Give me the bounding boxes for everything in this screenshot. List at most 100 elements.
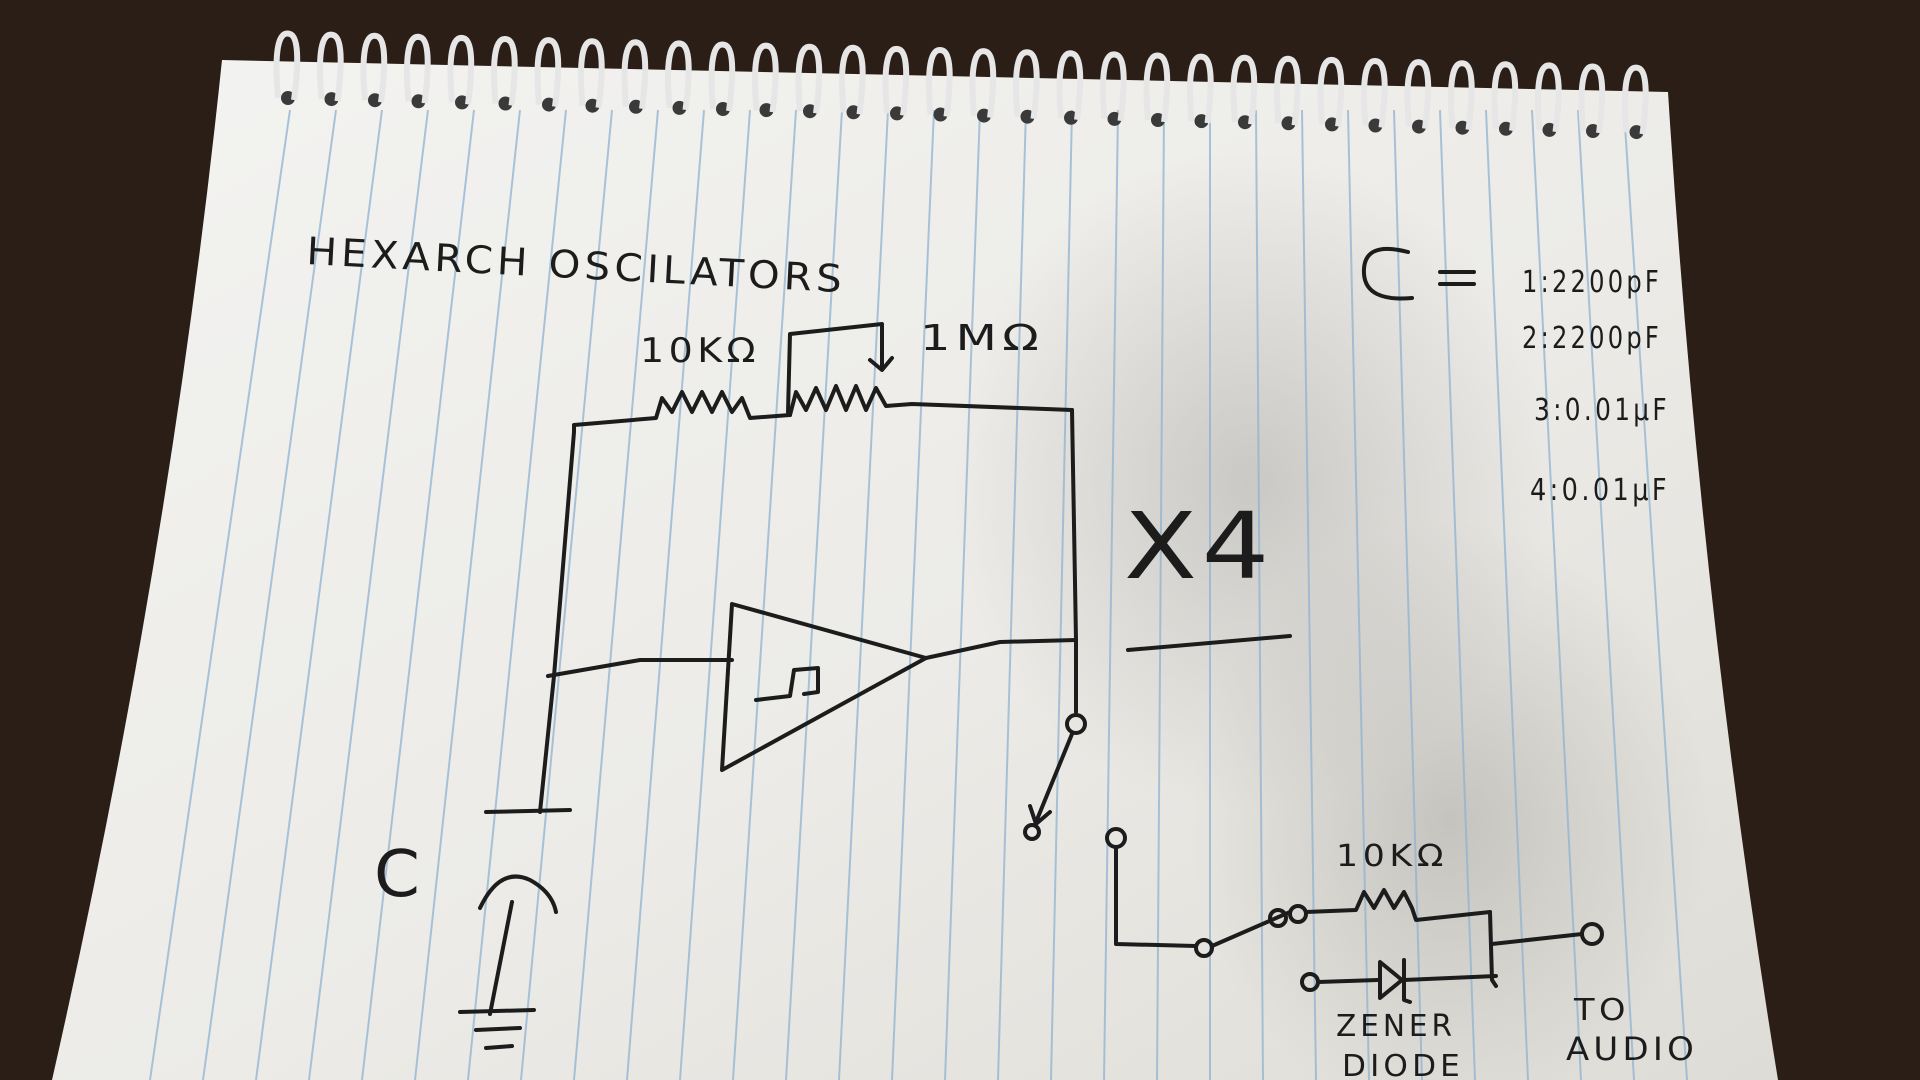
audio-terminal <box>1580 922 1604 946</box>
spiral-ring <box>1317 56 1345 127</box>
input-wire <box>546 658 734 678</box>
hand-shadow-lower <box>1190 520 1710 1080</box>
zener-wire <box>1316 978 1380 984</box>
capacitor-top-plate <box>484 808 572 814</box>
binding-hole <box>324 92 339 107</box>
binding-hole <box>585 98 600 113</box>
zener-diode-triangle <box>1378 960 1404 1000</box>
binding-hole <box>933 107 948 122</box>
spiral-ring <box>752 42 779 113</box>
spiral-ring <box>621 39 649 110</box>
binding-hole <box>1064 110 1078 125</box>
spiral-ring <box>273 30 301 101</box>
spiral-ring <box>708 41 736 112</box>
ruled-lines <box>149 109 1688 1080</box>
ruled-line <box>308 109 429 1080</box>
ruled-line <box>1156 109 1165 1080</box>
binding-hole <box>846 105 861 120</box>
spiral-ring <box>795 43 823 114</box>
ruled-line <box>1623 109 1688 1080</box>
output-stage-wire <box>1114 846 1198 948</box>
multiplier-text: X4 <box>1124 493 1274 600</box>
ruled-line <box>573 109 659 1080</box>
output-label-line1: TO <box>1573 993 1630 1028</box>
capacitor-value-2: 2:2200pF <box>1522 321 1662 356</box>
zener-output-wire <box>1402 974 1498 982</box>
spiral-ring <box>447 34 475 105</box>
binding-hole <box>455 95 469 110</box>
spiral-ring <box>969 48 997 118</box>
ruled-line <box>1301 109 1317 1080</box>
schematic-ink <box>458 246 1604 1050</box>
capacitor-heading: C = <box>1356 238 1484 311</box>
binding-hole <box>1020 109 1035 124</box>
binding-hole <box>1281 116 1296 131</box>
capacitor-ground-wire <box>488 900 514 1016</box>
spiral-ring <box>491 36 518 106</box>
output-stage-link <box>1210 910 1292 948</box>
spiral-ring <box>404 33 431 104</box>
spiral-ring <box>1622 64 1649 135</box>
ruled-line <box>1347 109 1370 1080</box>
binding-hole <box>1107 111 1122 126</box>
c-letter <box>1361 246 1414 301</box>
ruled-line <box>1531 109 1582 1080</box>
spiral-ring <box>665 40 692 111</box>
schmitt-hysteresis-symbol <box>754 666 820 702</box>
ruled-line <box>1255 109 1264 1080</box>
binding-hole <box>1368 118 1383 133</box>
spiral-ring <box>1404 59 1432 129</box>
potentiometer-wiper <box>786 322 884 414</box>
binding-hole <box>1325 117 1339 132</box>
binding-hole <box>1499 121 1513 136</box>
spiral-ring <box>1100 51 1127 122</box>
binding-hole <box>281 91 295 105</box>
binding-hole <box>1194 114 1209 129</box>
ruled-line <box>838 109 889 1080</box>
spiral-ring <box>1491 61 1519 132</box>
spiral-ring <box>839 44 866 115</box>
spiral-ring <box>1361 58 1388 128</box>
capacitor-value-1: 1:2200pF <box>1522 265 1662 300</box>
spiral-ring <box>1578 63 1606 134</box>
binding-hole <box>498 96 513 111</box>
ruled-line <box>1103 109 1119 1080</box>
switch-arm <box>1034 732 1074 824</box>
ruled-line <box>467 109 567 1080</box>
output-label-line2: AUDIO <box>1566 1030 1698 1068</box>
capacitor-label: C <box>374 838 424 912</box>
binding-hole <box>629 99 643 114</box>
ruled-line <box>414 109 521 1080</box>
capacitor-value-3: 3:0.01μF <box>1534 393 1670 428</box>
binding-hole <box>1542 122 1557 137</box>
multiplier-underline <box>1126 634 1292 652</box>
binding-hole <box>672 100 687 115</box>
spiral-ring <box>1230 54 1258 125</box>
binding-hole <box>1238 115 1252 130</box>
ruled-line <box>202 109 337 1080</box>
spiral-ring <box>1143 52 1171 123</box>
binding-hole <box>759 103 774 118</box>
handwritten-text: HEXARCH OSCILATORS 10KΩ 1MΩ X4 C = 1:220… <box>306 229 1698 1080</box>
output-terminal <box>1065 713 1087 735</box>
ruled-line <box>944 109 981 1080</box>
binding-hole <box>368 93 382 108</box>
wiper-arrow <box>868 356 894 372</box>
binding-hole <box>1586 124 1600 138</box>
ruled-line <box>361 109 475 1080</box>
zener-label-line2: DIODE <box>1342 1049 1464 1080</box>
binding-hole <box>1151 113 1165 127</box>
ruled-line <box>149 109 291 1080</box>
switch-contact <box>1023 823 1041 841</box>
feedback-resistor-label: 10KΩ <box>640 331 760 371</box>
ruled-line <box>1577 109 1635 1080</box>
binding-hole <box>1412 119 1426 134</box>
output-to-audio-wire <box>1490 932 1584 946</box>
binding-hole <box>716 102 730 116</box>
spiral-ring <box>882 45 910 116</box>
spiral-ring <box>1187 53 1214 124</box>
binding-hole <box>803 104 817 119</box>
ruled-line <box>891 109 935 1080</box>
zener-bar <box>1402 958 1412 1004</box>
